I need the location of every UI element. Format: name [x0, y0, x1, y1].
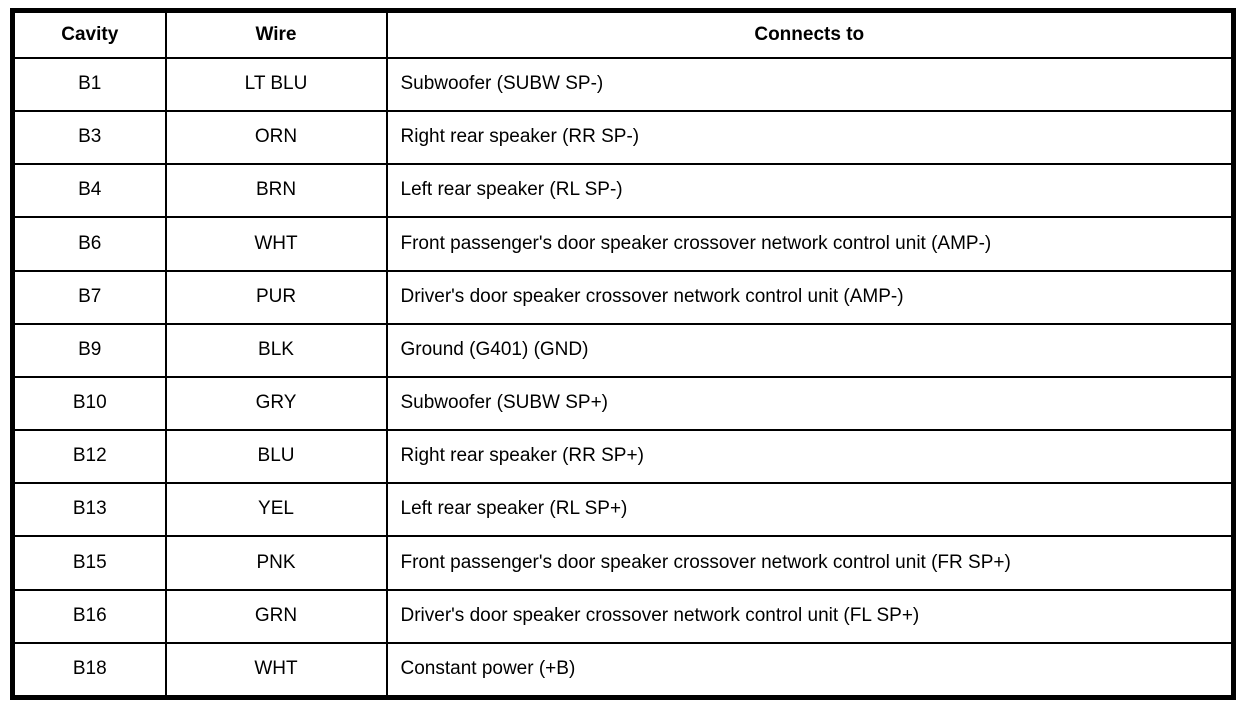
cell-wire: GRN: [164, 588, 388, 644]
table-row: B3 ORN Right rear speaker (RR SP-): [11, 110, 1235, 166]
table-row: B10 GRY Subwoofer (SUBW SP+): [11, 375, 1235, 432]
cell-connects-to: Right rear speaker (RR SP+): [385, 429, 1235, 485]
cell-cavity: B10: [11, 375, 167, 432]
cell-cavity: B16: [11, 588, 167, 644]
cell-wire: WHT: [164, 641, 388, 699]
cell-wire: PNK: [164, 535, 388, 591]
cell-cavity: B7: [11, 269, 167, 325]
table-body: B1 LT BLU Subwoofer (SUBW SP-) B3 ORN Ri…: [11, 56, 1235, 699]
cell-wire: LT BLU: [164, 56, 388, 113]
cell-connects-to: Subwoofer (SUBW SP-): [385, 56, 1235, 113]
cell-connects-to: Left rear speaker (RL SP+): [385, 482, 1235, 538]
cell-wire: ORN: [164, 110, 388, 166]
cell-cavity: B4: [11, 163, 167, 219]
table-row: B15 PNK Front passenger's door speaker c…: [11, 535, 1235, 591]
table-row: B1 LT BLU Subwoofer (SUBW SP-): [11, 56, 1235, 113]
table-header: Cavity Wire Connects to: [11, 9, 1235, 59]
cell-connects-to: Front passenger's door speaker crossover…: [385, 535, 1235, 591]
cell-cavity: B18: [11, 641, 167, 699]
cell-cavity: B13: [11, 482, 167, 538]
cell-cavity: B3: [11, 110, 167, 166]
header-row: Cavity Wire Connects to: [11, 9, 1235, 59]
table-row: B7 PUR Driver's door speaker crossover n…: [11, 269, 1235, 325]
table-row: B13 YEL Left rear speaker (RL SP+): [11, 482, 1235, 538]
cell-cavity: B6: [11, 216, 167, 272]
cell-connects-to: Ground (G401) (GND): [385, 322, 1235, 378]
cell-wire: YEL: [164, 482, 388, 538]
cell-wire: BLK: [164, 322, 388, 378]
header-cavity: Cavity: [11, 9, 167, 59]
header-connects-to: Connects to: [385, 9, 1235, 59]
cell-wire: GRY: [164, 375, 388, 432]
cell-wire: PUR: [164, 269, 388, 325]
cell-connects-to: Driver's door speaker crossover network …: [385, 588, 1235, 644]
cell-cavity: B12: [11, 429, 167, 485]
cell-connects-to: Subwoofer (SUBW SP+): [385, 375, 1235, 432]
cell-connects-to: Left rear speaker (RL SP-): [385, 163, 1235, 219]
cell-cavity: B9: [11, 322, 167, 378]
table-row: B16 GRN Driver's door speaker crossover …: [11, 588, 1235, 644]
cell-connects-to: Driver's door speaker crossover network …: [385, 269, 1235, 325]
cell-wire: WHT: [164, 216, 388, 272]
cell-cavity: B1: [11, 56, 167, 113]
cell-connects-to: Front passenger's door speaker crossover…: [385, 216, 1235, 272]
cell-connects-to: Constant power (+B): [385, 641, 1235, 699]
cell-cavity: B15: [11, 535, 167, 591]
header-wire: Wire: [164, 9, 388, 59]
table-row: B9 BLK Ground (G401) (GND): [11, 322, 1235, 378]
cell-connects-to: Right rear speaker (RR SP-): [385, 110, 1235, 166]
cell-wire: BLU: [164, 429, 388, 485]
table-row: B6 WHT Front passenger's door speaker cr…: [11, 216, 1235, 272]
table-row: B4 BRN Left rear speaker (RL SP-): [11, 163, 1235, 219]
cell-wire: BRN: [164, 163, 388, 219]
connector-pinout-table: Cavity Wire Connects to B1 LT BLU Subwoo…: [10, 8, 1236, 700]
table-row: B12 BLU Right rear speaker (RR SP+): [11, 429, 1235, 485]
table-row: B18 WHT Constant power (+B): [11, 641, 1235, 699]
